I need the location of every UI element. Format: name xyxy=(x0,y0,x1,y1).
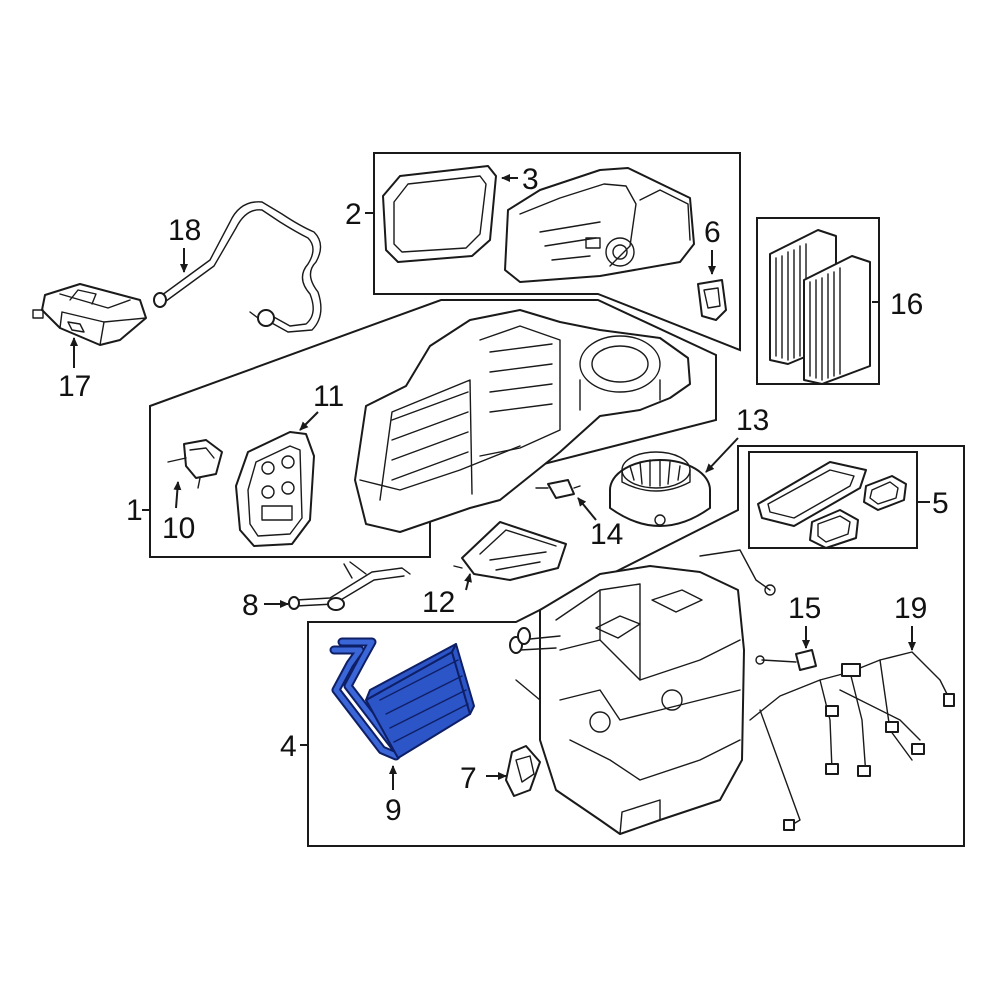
part-14-sensor xyxy=(535,479,581,499)
part-19-harness xyxy=(749,651,955,831)
part-2-housing xyxy=(504,167,695,283)
part-4-case xyxy=(509,549,776,835)
part-15-sensor xyxy=(755,649,817,671)
callout-4: 4 xyxy=(280,730,297,763)
callout-7: 7 xyxy=(460,762,477,795)
part-18-hose xyxy=(153,201,322,333)
callout-12: 12 xyxy=(422,586,455,619)
group-box-2 xyxy=(373,152,741,352)
callout-8: 8 xyxy=(242,589,259,622)
part-10-sensor xyxy=(167,439,223,489)
part-8-tube xyxy=(288,561,411,611)
callout-3: 3 xyxy=(522,163,539,196)
callout-9: 9 xyxy=(385,794,402,827)
part-17-module xyxy=(32,283,147,346)
group-box-5 xyxy=(748,451,918,549)
callout-labels: 1 2 3 4 5 6 7 8 9 10 11 12 13 14 15 16 1… xyxy=(58,163,949,827)
callout-11: 11 xyxy=(313,380,344,413)
callout-13: 13 xyxy=(736,404,769,437)
part-5-seals xyxy=(757,461,907,549)
callout-10: 10 xyxy=(162,512,195,545)
part-11-seal xyxy=(235,431,315,547)
group-box-4 xyxy=(307,445,965,847)
callout-18: 18 xyxy=(168,214,201,247)
callout-17: 17 xyxy=(58,370,91,403)
callout-6: 6 xyxy=(704,216,721,249)
callout-14: 14 xyxy=(590,518,623,551)
part-13-blower xyxy=(609,451,711,527)
callout-5: 5 xyxy=(932,487,949,520)
part-7-actuator xyxy=(505,745,541,797)
callout-2: 2 xyxy=(345,198,362,231)
callout-15: 15 xyxy=(788,592,821,625)
group-box-1 xyxy=(149,299,717,558)
part-1-housing xyxy=(354,309,691,533)
part-12-door xyxy=(453,521,567,581)
part-6-actuator xyxy=(697,279,727,321)
callout-1: 1 xyxy=(126,494,143,527)
callout-16: 16 xyxy=(890,288,923,321)
leader-lines xyxy=(70,174,930,790)
callout-19: 19 xyxy=(894,592,927,625)
part-9-heater-core xyxy=(329,637,475,761)
part-16-filters xyxy=(769,229,871,385)
part-3-gasket xyxy=(382,165,497,263)
